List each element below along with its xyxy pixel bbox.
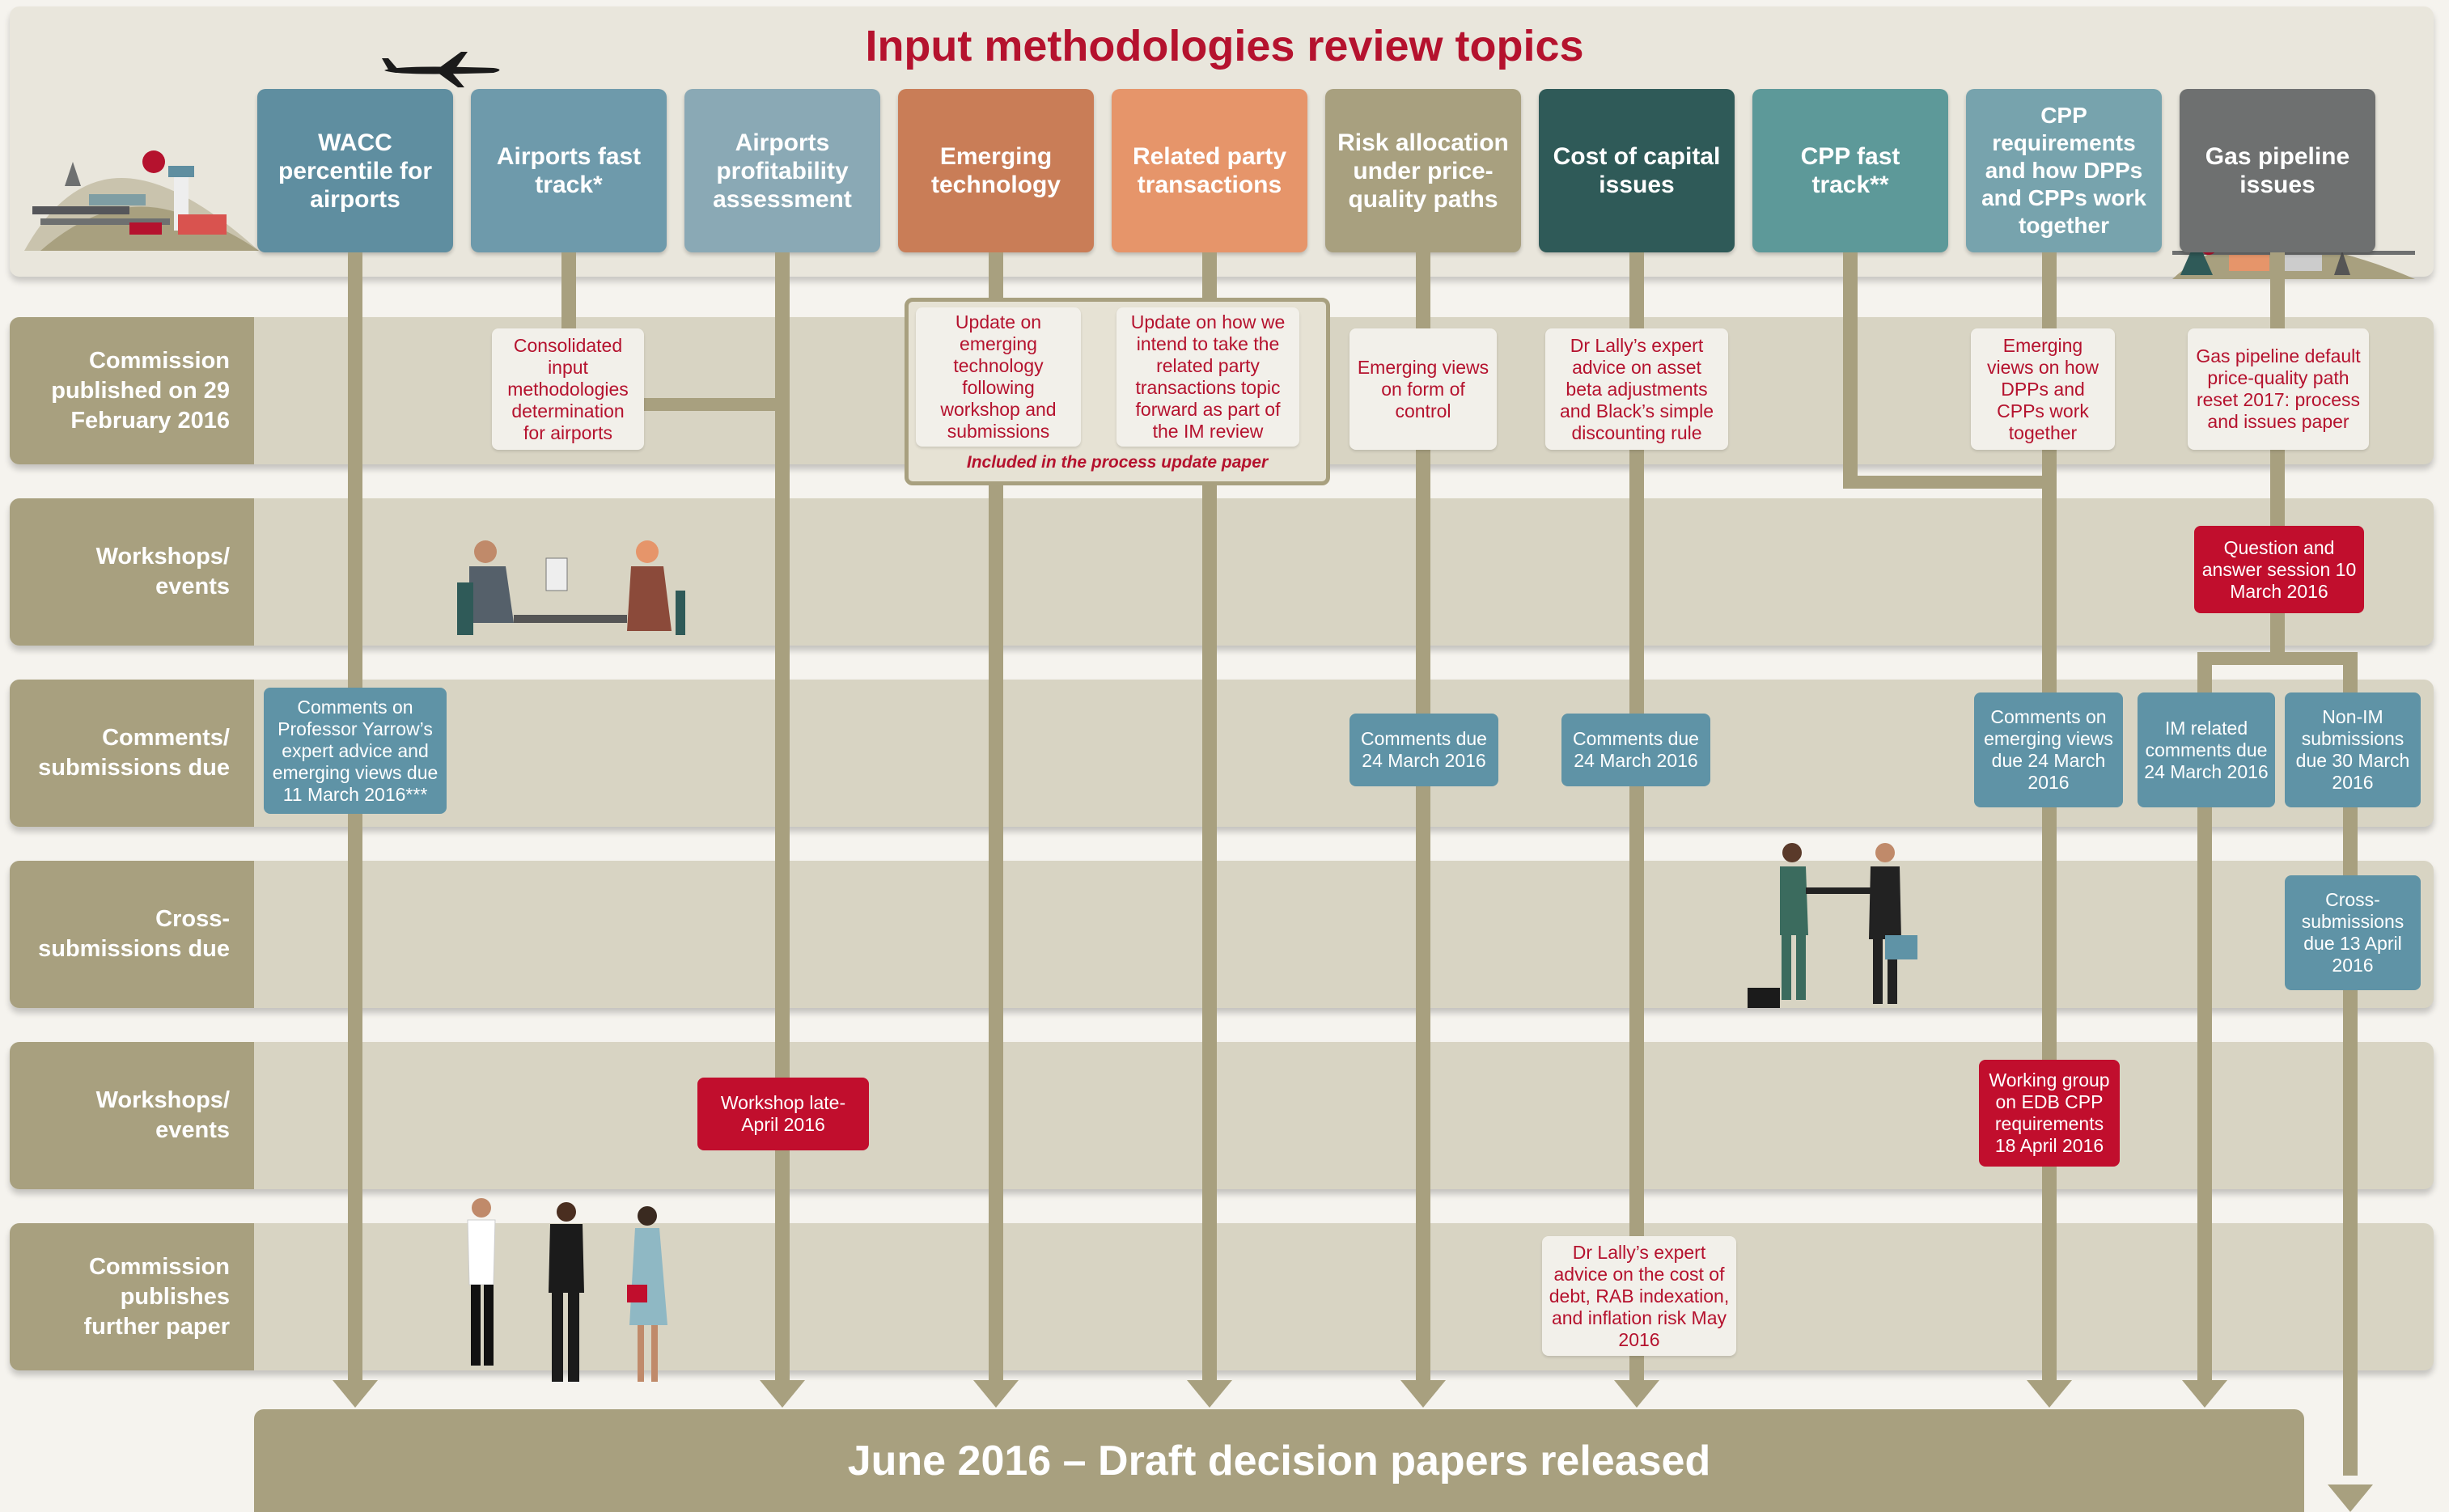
qa-session-box: Question and answer session 10 March 201… [2194, 526, 2364, 613]
topic-airports-profitability: Airports profitability assessment [684, 89, 880, 252]
row-band-further-paper [10, 1223, 2434, 1370]
row-label-comments: Comments/ submissions due [10, 680, 254, 827]
airport-illustration [24, 150, 259, 251]
topic-airports-fast-track: Airports fast track* [471, 89, 667, 252]
diagram-title: Input methodologies review topics [865, 22, 1584, 70]
comments-yarrow-box: Comments on Professor Yarrow’s expert ad… [264, 688, 447, 814]
connector-line-risk [1416, 252, 1430, 1382]
topic-cpp-fast-track: CPP fast track** [1752, 89, 1948, 252]
handshake-illustration [1748, 843, 1917, 1008]
row-band-workshops-1 [10, 498, 2434, 646]
connector-line-im-related [2197, 657, 2212, 1382]
connector-line-airports-profitability [775, 252, 790, 1382]
connector-line-coc [1629, 252, 1644, 1382]
connector-h-gas [2197, 652, 2358, 665]
workshop-april-box: Workshop late-April 2016 [697, 1078, 869, 1150]
related-party-update-box: Update on how we intend to take the rela… [1116, 307, 1299, 447]
emerging-update-box: Update on emerging technology following … [916, 307, 1081, 447]
topic-cost-of-capital: Cost of capital issues [1539, 89, 1735, 252]
im-related-comments-box: IM related comments due 24 March 2016 [2138, 692, 2275, 807]
arrowhead [1187, 1380, 1232, 1408]
comments-cpp-box: Comments on emerging views due 24 March … [1974, 692, 2123, 807]
cross-submissions-box: Cross-submissions due 13 April 2016 [2285, 875, 2421, 990]
working-group-box: Working group on EDB CPP requirements 18… [1979, 1060, 2120, 1167]
walking-people-illustration [467, 1198, 667, 1382]
topic-gas-pipeline: Gas pipeline issues [2180, 89, 2375, 252]
lally-debt-box: Dr Lally’s expert advice on the cost of … [1542, 1236, 1736, 1356]
connector-line-non-im [2343, 657, 2358, 1476]
row-label-cross-submissions: Cross-submissions due [10, 861, 254, 1008]
arrowhead [2328, 1484, 2373, 1512]
arrowhead [2027, 1380, 2072, 1408]
topic-risk-allocation: Risk allocation under price-quality path… [1325, 89, 1521, 252]
topic-wacc: WACC percentile for airports [257, 89, 453, 252]
arrowhead [333, 1380, 378, 1408]
row-label-text: Cross-submissions due [38, 906, 230, 962]
comments-coc-box: Comments due 24 March 2016 [1561, 714, 1710, 786]
emerging-views-dpp-box: Emerging views on how DPPs and CPPs work… [1971, 328, 2115, 450]
process-update-note: Included in the process update paper [966, 453, 1269, 472]
gas-default-paper-box: Gas pipeline default price-quality path … [2188, 328, 2369, 450]
emerging-views-control-box: Emerging views on form of control [1349, 328, 1497, 450]
airplane-icon [382, 52, 500, 87]
consolidated-im-box: Consolidated input methodologies determi… [492, 328, 644, 450]
row-label-text: Workshops/ events [95, 1087, 230, 1143]
arrowhead [973, 1380, 1019, 1408]
row-label-published: Commission published on 29 February 2016 [10, 317, 254, 464]
row-band-cross-submissions [10, 861, 2434, 1008]
row-label-text: Commission published on 29 February 2016 [51, 347, 230, 434]
row-label-text: Workshops/ events [95, 544, 230, 599]
connector-h-cpp [1843, 476, 2057, 489]
connector-line-wacc [348, 252, 362, 1382]
arrowhead [1614, 1380, 1659, 1408]
connector-line-airports-fast-track [561, 252, 576, 332]
arrowhead [760, 1380, 805, 1408]
comments-risk-box: Comments due 24 March 2016 [1349, 714, 1498, 786]
final-outcome-banner: June 2016 – Draft decision papers releas… [254, 1409, 2304, 1512]
lally-beta-box: Dr Lally’s expert advice on asset beta a… [1545, 328, 1728, 450]
row-label-workshops-2: Workshops/ events [10, 1042, 254, 1189]
topic-emerging-technology: Emerging technology [898, 89, 1094, 252]
connector-line-emerging [989, 252, 1003, 1382]
row-label-further-paper: Commission publishes further paper [10, 1223, 254, 1370]
arrowhead [2182, 1380, 2227, 1408]
row-label-workshops-1: Workshops/ events [10, 498, 254, 646]
connector-line-cpp-fast-track [1843, 252, 1858, 487]
topic-cpp-requirements: CPP requirements and how DPPs and CPPs w… [1966, 89, 2162, 252]
row-label-text: Commission publishes further paper [83, 1253, 230, 1340]
connector-line-related-party [1202, 252, 1217, 1382]
meeting-people-illustration [457, 540, 685, 635]
non-im-submissions-box: Non-IM submissions due 30 March 2016 [2285, 692, 2421, 807]
row-label-text: Comments/ submissions due [38, 725, 230, 781]
arrowhead [1400, 1380, 1446, 1408]
topic-related-party: Related party transactions [1112, 89, 1307, 252]
